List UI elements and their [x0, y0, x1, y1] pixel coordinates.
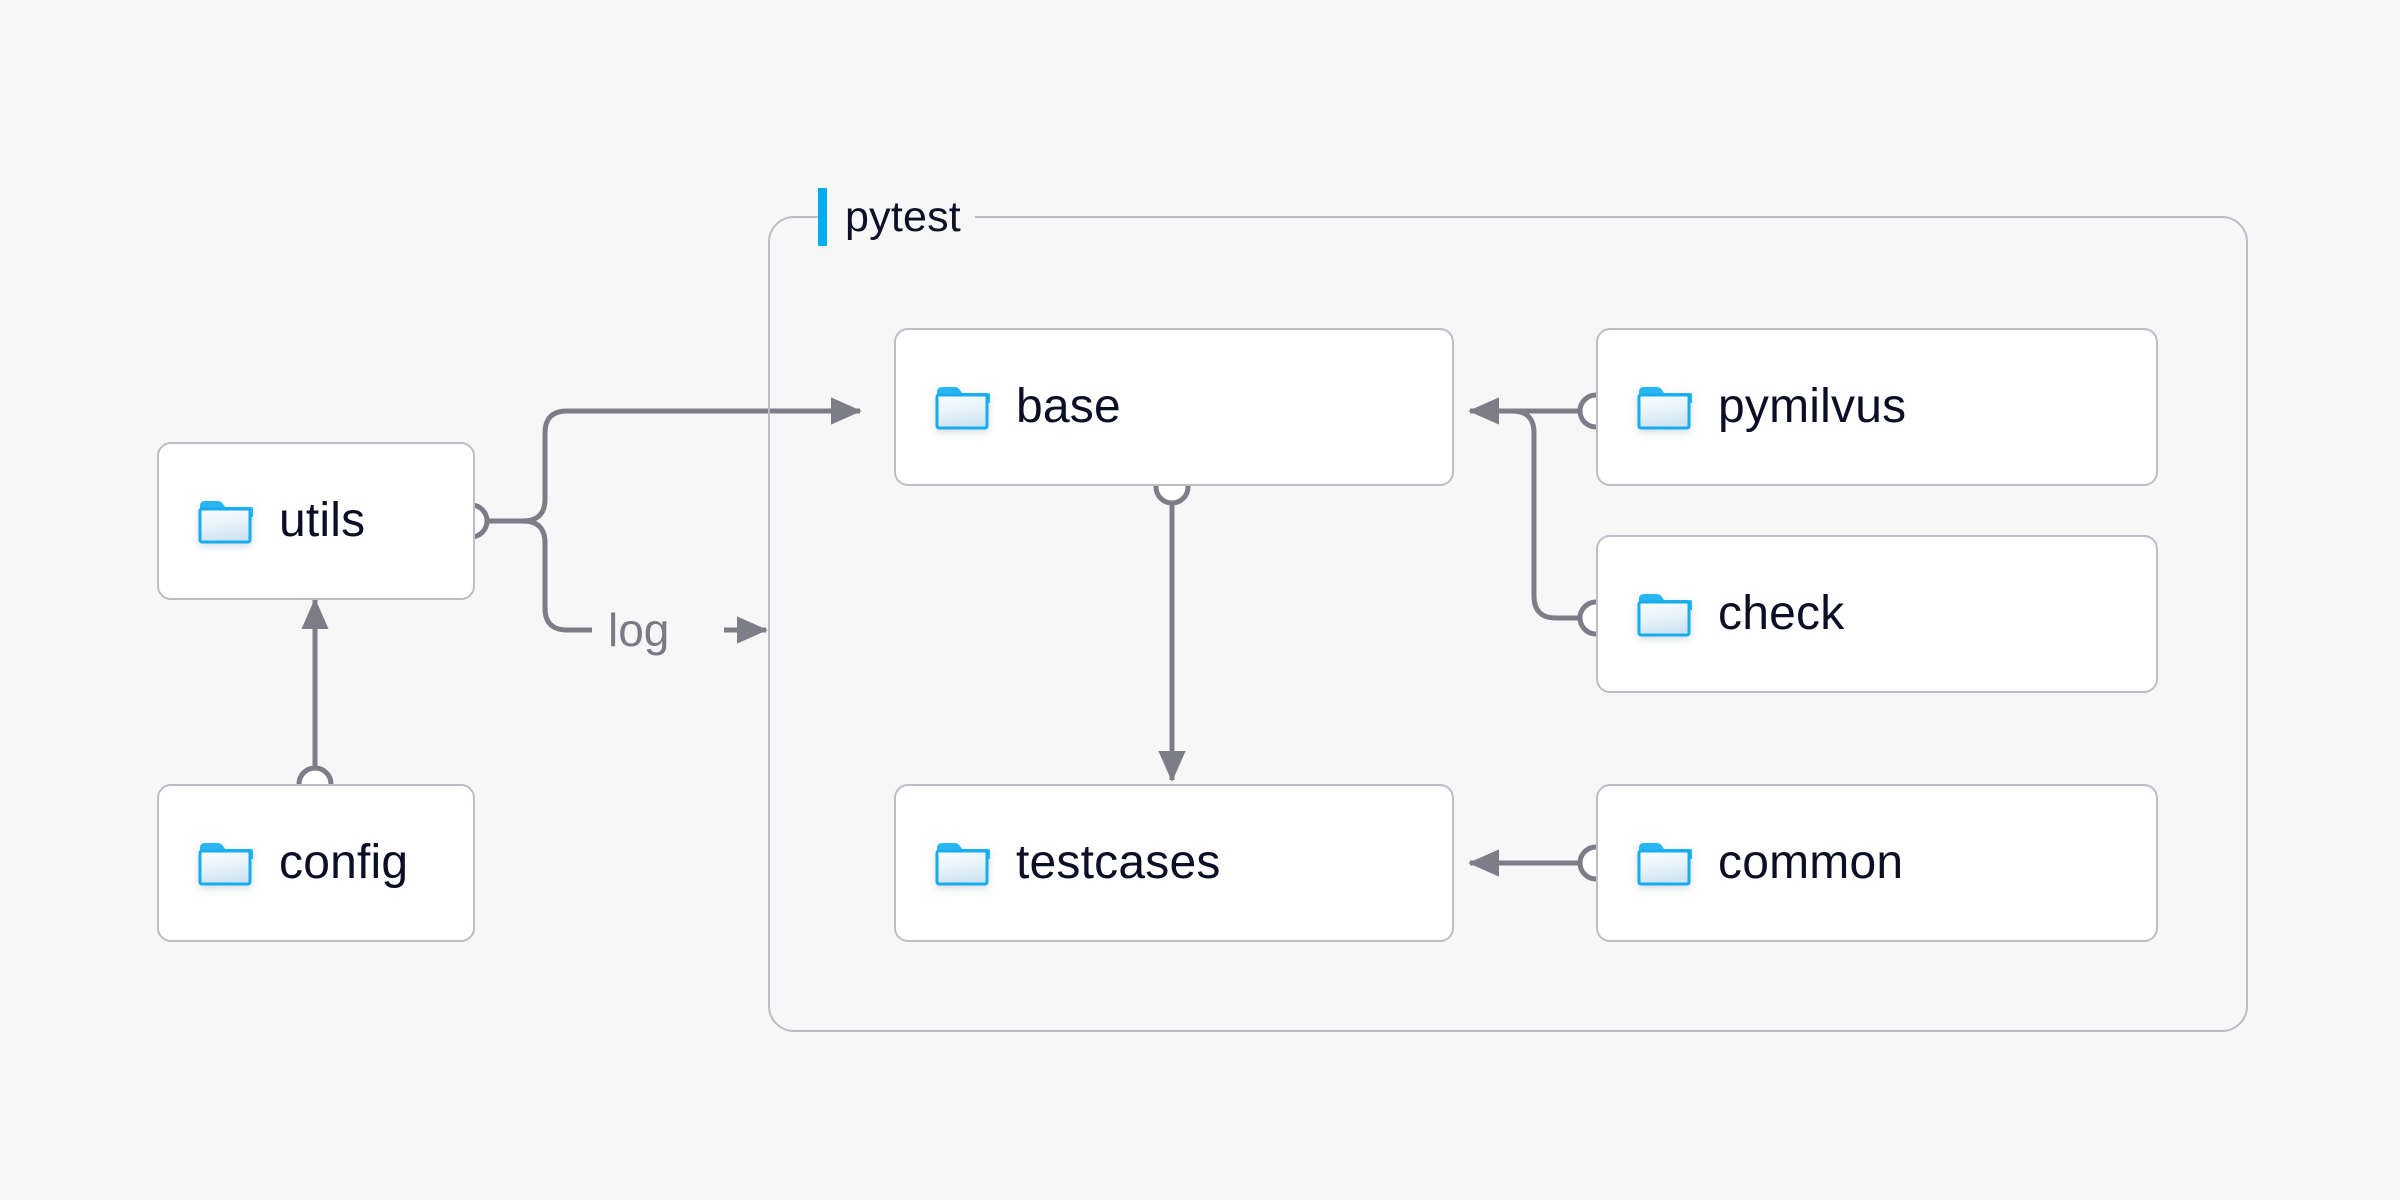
node-utils-label: utils	[279, 494, 366, 547]
node-pymilvus[interactable]: pymilvus	[1596, 328, 2158, 486]
folder-icon	[198, 843, 253, 886]
node-config[interactable]: config	[157, 784, 475, 942]
edge-config-utils	[296, 598, 334, 803]
folder-icon	[935, 387, 990, 430]
node-base[interactable]: base	[894, 328, 1454, 486]
folder-icon	[1637, 387, 1692, 430]
node-check-label: check	[1718, 587, 1845, 640]
group-pytest	[768, 216, 2248, 1032]
node-testcases-label: testcases	[1016, 836, 1221, 889]
folder-icon	[1637, 843, 1692, 886]
node-base-label: base	[1016, 380, 1121, 433]
node-config-label: config	[279, 836, 409, 889]
group-title-text: pytest	[845, 192, 961, 241]
node-pymilvus-label: pymilvus	[1718, 380, 1907, 433]
edge-label-log: log	[608, 607, 669, 653]
group-accent-bar	[818, 188, 827, 246]
folder-icon	[935, 843, 990, 886]
node-common-label: common	[1718, 836, 1904, 889]
edge-label-log-text: log	[608, 604, 670, 656]
node-testcases[interactable]: testcases	[894, 784, 1454, 942]
node-utils[interactable]: utils	[157, 442, 475, 600]
folder-icon	[198, 501, 253, 544]
folder-icon	[1637, 594, 1692, 637]
node-common[interactable]: common	[1596, 784, 2158, 942]
group-pytest-label: pytest	[818, 186, 975, 248]
node-check[interactable]: check	[1596, 535, 2158, 693]
